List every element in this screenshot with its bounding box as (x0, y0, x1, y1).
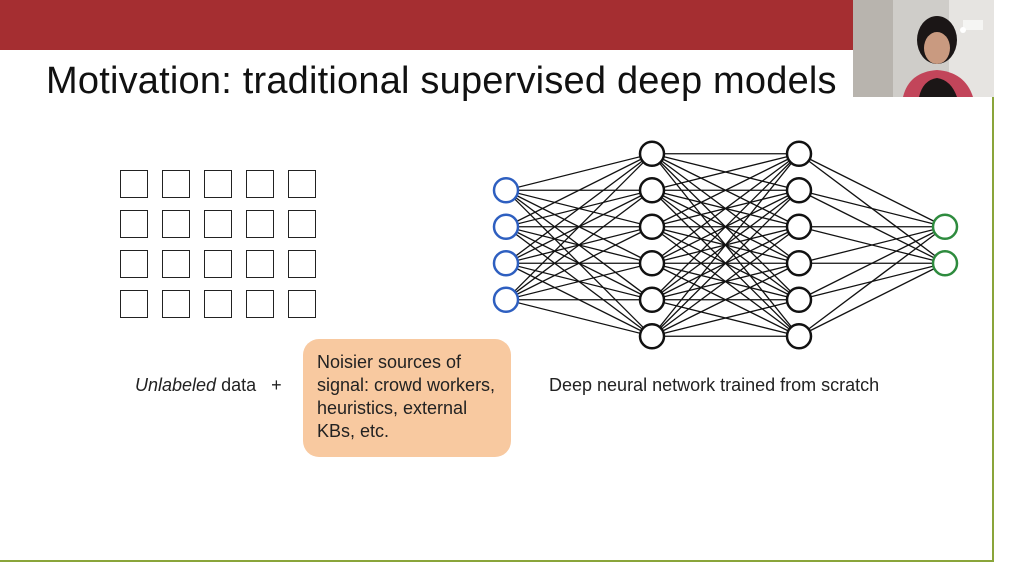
hidden-node-layer1 (638, 323, 666, 350)
slide-title: Motivation: traditional supervised deep … (46, 60, 837, 102)
hidden-node-layer2 (785, 250, 813, 277)
data-square (204, 250, 232, 278)
presenter-video[interactable] (853, 0, 994, 97)
network-edge (505, 153, 653, 191)
network-edge (651, 226, 800, 337)
hidden-node-layer1 (638, 286, 666, 313)
network-edge (651, 189, 800, 337)
hidden-node-layer1 (638, 140, 666, 167)
hidden-node-layer2 (785, 140, 813, 167)
hidden-node-layer2 (785, 177, 813, 204)
network-edge (651, 153, 800, 301)
network-edge (651, 153, 800, 264)
data-square (204, 210, 232, 238)
data-square (162, 290, 190, 318)
input-node (492, 286, 520, 313)
network-edge (798, 226, 946, 264)
data-square (162, 210, 190, 238)
network-edge (651, 299, 800, 337)
data-square (120, 170, 148, 198)
data-square (162, 170, 190, 198)
network-edge (651, 153, 800, 191)
network-edge (651, 153, 800, 228)
plus-sign: + (271, 375, 282, 395)
data-square (288, 250, 316, 278)
input-node (492, 213, 520, 240)
data-square (246, 290, 274, 318)
hidden-node-layer2 (785, 286, 813, 313)
data-square (120, 290, 148, 318)
hidden-node-layer1 (638, 250, 666, 277)
network-edge (505, 299, 653, 337)
data-square (246, 170, 274, 198)
hidden-node-layer1 (638, 213, 666, 240)
presenter-webcam-icon (853, 0, 994, 97)
neural-network-diagram (492, 140, 959, 350)
data-square (246, 210, 274, 238)
data-square (162, 250, 190, 278)
network-edge (798, 189, 946, 228)
network-edge (798, 153, 946, 228)
caption-rest: data (216, 375, 257, 395)
network-edge (798, 262, 946, 337)
network-caption: Deep neural network trained from scratch (549, 375, 880, 395)
network-edge (798, 226, 946, 301)
input-node (492, 177, 520, 204)
hidden-node-layer2 (785, 323, 813, 350)
title-band (0, 0, 853, 50)
unlabeled-data-caption: Unlabeled data + (135, 375, 282, 396)
noisy-signal-text: Noisier sources of signal: crowd workers… (317, 352, 496, 441)
data-square (288, 210, 316, 238)
data-square (120, 250, 148, 278)
data-square (120, 210, 148, 238)
data-square (246, 250, 274, 278)
data-square (288, 170, 316, 198)
slide: Motivation: traditional supervised deep … (0, 0, 994, 562)
network-edge (651, 262, 800, 337)
hidden-node-layer2 (785, 213, 813, 240)
hidden-node-layer1 (638, 177, 666, 204)
noisy-signal-box: Noisier sources of signal: crowd workers… (303, 339, 511, 457)
data-square (204, 290, 232, 318)
network-edge (505, 262, 653, 301)
network-edge (798, 226, 946, 337)
input-node (492, 250, 520, 277)
caption-italic: Unlabeled (135, 375, 217, 395)
network-edge (505, 189, 653, 301)
network-edges (505, 153, 946, 337)
data-square (204, 170, 232, 198)
output-node (931, 213, 959, 240)
network-edge (505, 153, 653, 228)
data-square (288, 290, 316, 318)
network-edge (651, 153, 800, 337)
network-edge (505, 153, 653, 264)
network-edge (505, 226, 653, 301)
output-node (931, 250, 959, 277)
network-edge (505, 153, 653, 301)
